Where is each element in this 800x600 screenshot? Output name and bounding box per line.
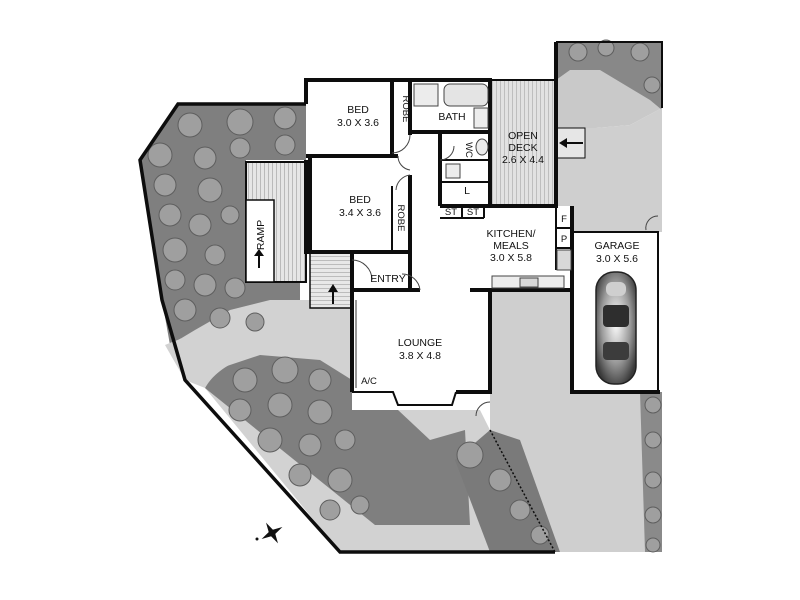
robe2-label: ROBE xyxy=(395,205,406,232)
shrub-icon xyxy=(147,134,296,170)
shrub-icon xyxy=(173,298,265,332)
shower xyxy=(413,83,439,107)
arrow-up-icon xyxy=(254,249,264,268)
fixtures xyxy=(413,83,572,289)
arrow-up-icon xyxy=(328,284,338,304)
car-icon xyxy=(595,271,637,385)
fridge-label: F xyxy=(561,214,567,225)
shrub-icon xyxy=(288,463,370,521)
shrub-icon xyxy=(456,441,550,545)
entry-steps xyxy=(309,251,355,309)
vanity xyxy=(473,107,489,129)
walls xyxy=(304,42,572,406)
bath-label: BATH xyxy=(438,111,465,123)
shrub-icon xyxy=(257,427,356,457)
deck-size: 2.6 X 4.4 xyxy=(502,154,544,166)
store2-label: ST xyxy=(467,207,479,218)
lounge-label: LOUNGE xyxy=(398,337,442,349)
wc-label: WC xyxy=(463,142,474,158)
ac-label: A/C xyxy=(361,376,377,387)
garden-path xyxy=(165,332,270,388)
bed2-size: 3.4 X 3.6 xyxy=(339,207,381,219)
bed1-size: 3.0 X 3.6 xyxy=(337,117,379,129)
room-labels: BED 3.0 X 3.6 ROBE BED 3.4 X 3.6 ROBE BA… xyxy=(337,96,567,387)
shrub-icon xyxy=(164,269,246,299)
bed1-label: BED xyxy=(347,104,369,116)
garage-size: 3.0 X 5.6 xyxy=(596,253,638,265)
doors xyxy=(351,134,659,417)
ramp: RAMP xyxy=(245,161,307,283)
shrub-icon xyxy=(228,392,333,425)
kitchen-label-line1: KITCHEN/ xyxy=(486,228,535,240)
kitchen-label-line2: MEALS xyxy=(493,240,529,252)
shrub-icon xyxy=(568,39,661,94)
ramp-label: RAMP xyxy=(255,220,267,250)
deck-label-line1: OPEN xyxy=(508,130,538,142)
site-boundary-divider xyxy=(489,429,556,553)
entry-label: ENTRY xyxy=(370,273,405,285)
laundry-label: L xyxy=(464,185,470,197)
garage-label: GARAGE xyxy=(595,240,640,252)
arrow-left-icon xyxy=(559,138,583,148)
shrub-icon xyxy=(158,203,240,237)
pantry-label: P xyxy=(561,234,567,245)
shrub-icon xyxy=(162,237,226,266)
kitchen-sink xyxy=(519,277,539,288)
shrub-icon xyxy=(232,356,332,393)
shrub-icon xyxy=(153,173,223,203)
cooktop xyxy=(556,249,572,271)
robe1-label: ROBE xyxy=(400,96,411,123)
shrub-icon xyxy=(644,396,662,553)
site-boundary-right xyxy=(556,41,663,108)
lounge-size: 3.8 X 4.8 xyxy=(399,350,441,362)
garage: GARAGE 3.0 X 5.6 xyxy=(570,206,660,394)
laundry-tub xyxy=(445,163,461,179)
toilet xyxy=(475,138,489,156)
compass-rose-icon xyxy=(255,522,283,544)
store1-label: ST xyxy=(445,207,457,218)
kitchen-size: 3.0 X 5.8 xyxy=(490,252,532,264)
shrub-icon xyxy=(177,106,297,138)
bed2-label: BED xyxy=(349,194,371,206)
bathtub xyxy=(443,83,489,107)
shrubs xyxy=(147,39,662,553)
site-boundary xyxy=(138,102,555,554)
house-interior xyxy=(306,80,572,405)
deck-label-line2: DECK xyxy=(508,142,537,154)
